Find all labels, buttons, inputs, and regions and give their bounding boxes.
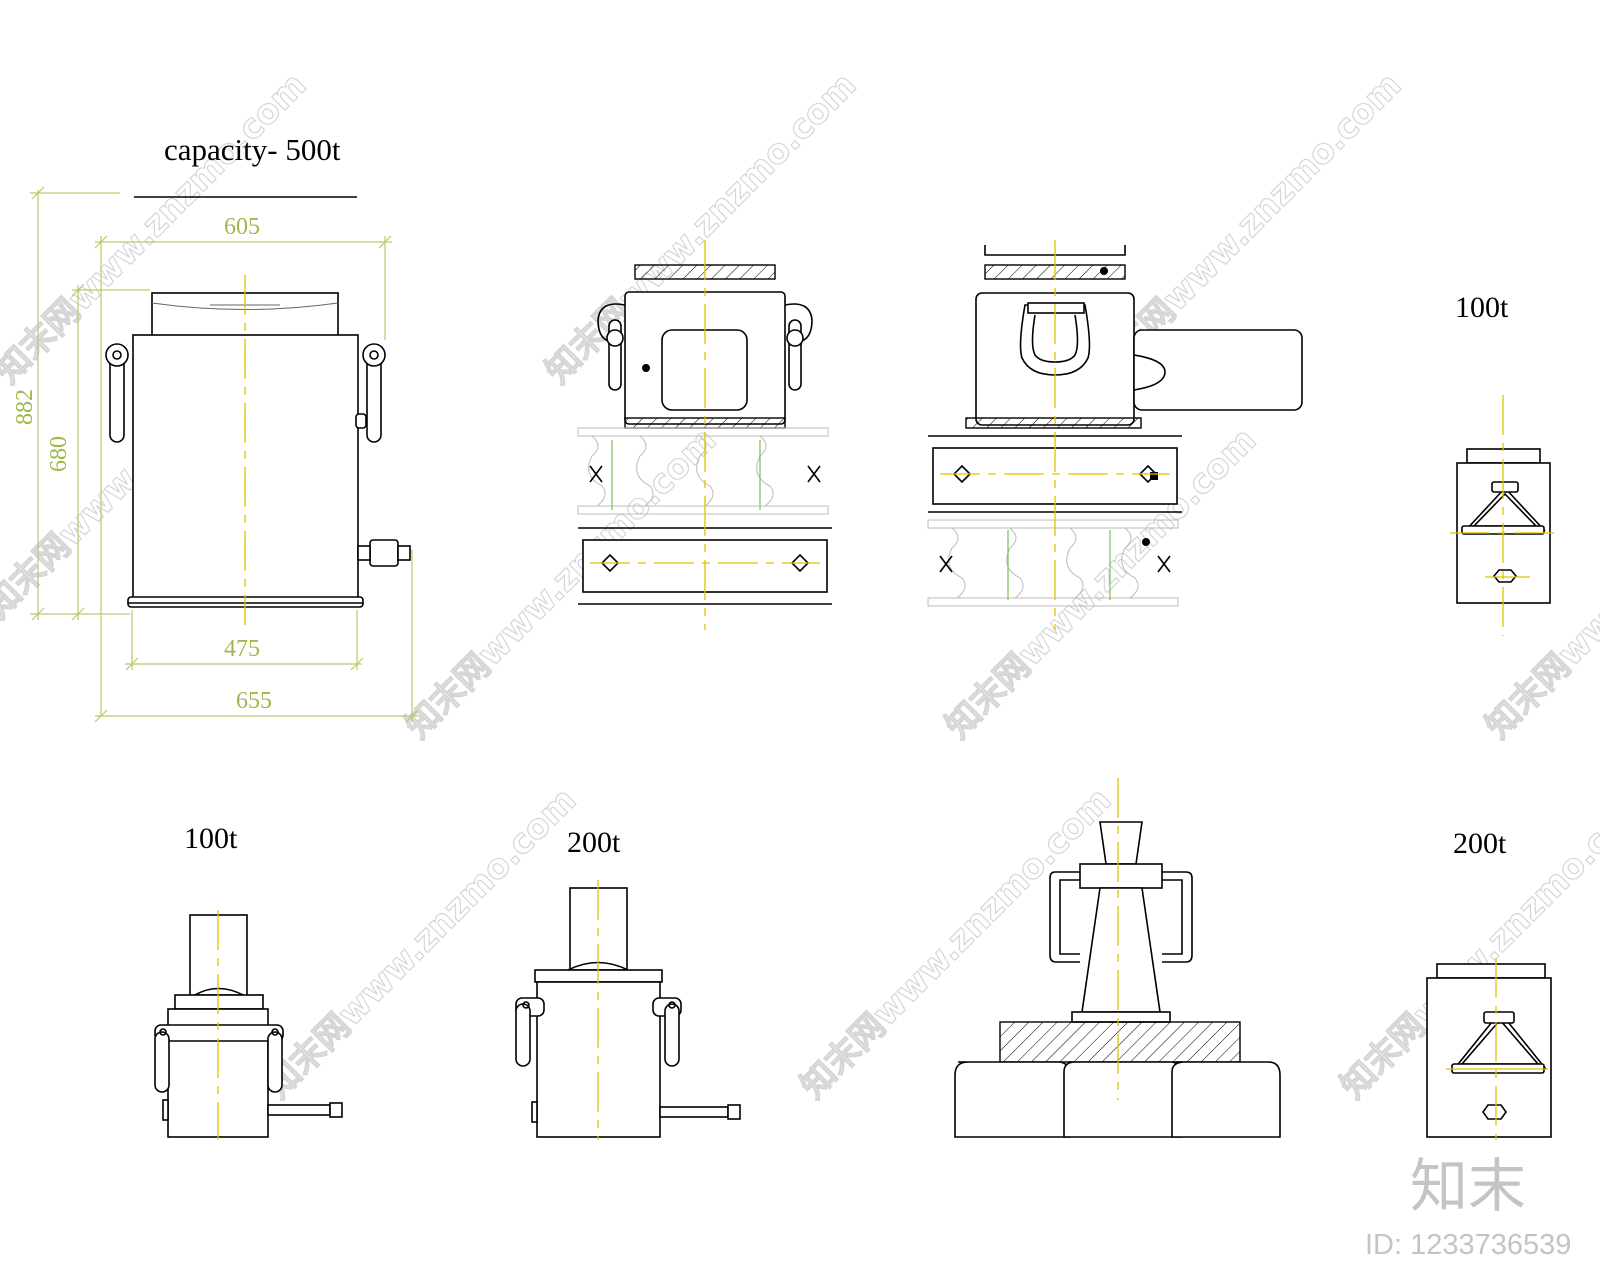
watermark-text: 知末网www.znzmo.com — [258, 780, 584, 1106]
dimension-lines — [30, 186, 420, 723]
view-500t-side-on-rails — [577, 240, 832, 630]
ram-top — [1436, 963, 1546, 979]
view-500t-end-with-pump — [927, 240, 1303, 630]
cylinder-body — [1426, 977, 1552, 1138]
view-100t-side: 100t — [1450, 291, 1562, 636]
oil-fitting — [369, 539, 399, 567]
view-500t-elevation: capacity- 500t — [12, 132, 420, 723]
dim-475: 475 — [224, 636, 260, 662]
dim-655: 655 — [236, 688, 272, 714]
hatched-block — [999, 1021, 1241, 1063]
view-200t-side: 200t — [1426, 827, 1552, 1140]
view-jack-on-block — [954, 778, 1281, 1138]
capacity-label-200t: 200t — [567, 826, 621, 859]
jack-body — [1081, 887, 1161, 1013]
pump-unit — [1133, 329, 1303, 411]
ram-cap — [1099, 821, 1143, 865]
watermark-logo: 知末 — [1410, 1152, 1526, 1220]
dim-605: 605 — [224, 214, 260, 240]
clamp — [1079, 863, 1163, 889]
capacity-label: capacity- 500t — [164, 132, 341, 167]
capacity-label-200t-right: 200t — [1453, 827, 1507, 860]
capacity-label-100t: 100t — [184, 822, 238, 855]
dim-680: 680 — [46, 436, 72, 472]
view-100t-elevation: 100t — [154, 822, 343, 1140]
dim-882: 882 — [12, 389, 38, 425]
capacity-label-100t-right: 100t — [1455, 291, 1509, 324]
watermark-id: ID: 1233736539 — [1365, 1229, 1571, 1261]
view-200t-elevation: 200t — [515, 826, 741, 1140]
